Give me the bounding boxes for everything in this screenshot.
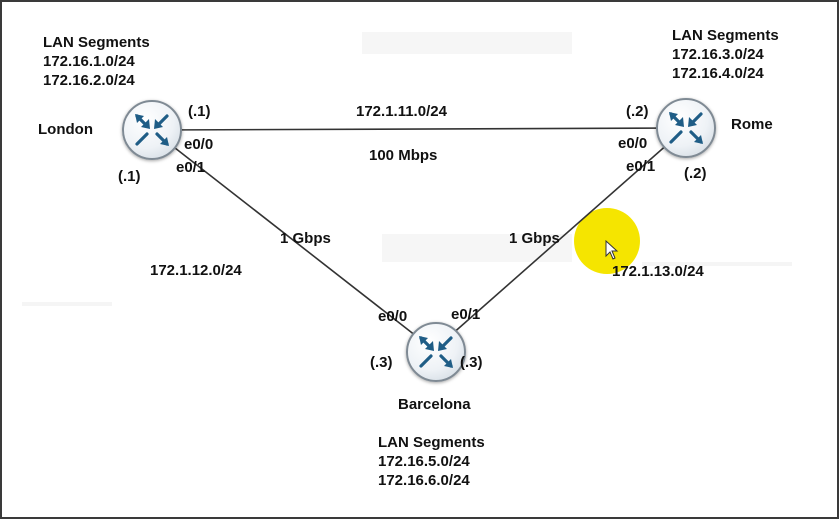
router-barcelona[interactable] bbox=[406, 322, 466, 382]
london-host-bottom: (.1) bbox=[118, 168, 141, 185]
router-rome[interactable] bbox=[656, 98, 716, 158]
london-if-bottom: e0/1 bbox=[176, 159, 206, 176]
barcelona-lan-subnet-1: 172.16.5.0/24 bbox=[378, 453, 470, 470]
link-rome-barcelona-speed: 1 Gbps bbox=[509, 230, 560, 247]
barcelona-if-right: e0/1 bbox=[451, 306, 481, 323]
rome-host-bottom: (.2) bbox=[684, 165, 707, 182]
link-london-rome bbox=[151, 127, 687, 131]
link-london-barcelona-speed: 1 Gbps bbox=[280, 230, 331, 247]
rome-host-top: (.2) bbox=[626, 103, 649, 120]
barcelona-lan-subnet-2: 172.16.6.0/24 bbox=[378, 472, 470, 489]
link-london-barcelona bbox=[151, 129, 435, 351]
rome-name: Rome bbox=[731, 116, 773, 133]
rome-lan-subnet-2: 172.16.4.0/24 bbox=[672, 65, 764, 82]
router-icon bbox=[135, 114, 169, 146]
london-lan-subnet-1: 172.16.1.0/24 bbox=[43, 53, 135, 70]
barcelona-name: Barcelona bbox=[398, 396, 471, 413]
rome-if-top: e0/0 bbox=[618, 135, 648, 152]
barcelona-lan-title: LAN Segments bbox=[378, 434, 485, 451]
london-lan-subnet-2: 172.16.2.0/24 bbox=[43, 72, 135, 89]
rome-lan-title: LAN Segments bbox=[672, 27, 779, 44]
background-artifact bbox=[22, 302, 112, 306]
rome-if-bottom: e0/1 bbox=[626, 158, 656, 175]
barcelona-lan-block: LAN Segments 172.16.5.0/24 172.16.6.0/24 bbox=[378, 433, 485, 490]
link-london-rome-speed: 100 Mbps bbox=[369, 147, 438, 164]
link-london-rome-subnet: 172.1.11.0/24 bbox=[356, 103, 447, 120]
router-icon bbox=[419, 336, 453, 368]
barcelona-if-left: e0/0 bbox=[378, 308, 408, 325]
london-name: London bbox=[38, 121, 93, 138]
link-london-barcelona-subnet: 172.1.12.0/24 bbox=[150, 262, 242, 279]
barcelona-host-left: (.3) bbox=[370, 354, 393, 371]
london-host-top: (.1) bbox=[188, 103, 211, 120]
london-lan-block: LAN Segments 172.16.1.0/24 172.16.2.0/24 bbox=[43, 33, 150, 90]
link-rome-barcelona-subnet: 172.1.13.0/24 bbox=[612, 263, 704, 280]
link-rome-barcelona bbox=[433, 127, 687, 351]
rome-lan-block: LAN Segments 172.16.3.0/24 172.16.4.0/24 bbox=[672, 26, 779, 83]
router-london[interactable] bbox=[122, 100, 182, 160]
london-if-top: e0/0 bbox=[184, 136, 214, 153]
london-lan-title: LAN Segments bbox=[43, 34, 150, 51]
background-artifact bbox=[642, 262, 792, 266]
barcelona-host-right: (.3) bbox=[460, 354, 483, 371]
cursor-highlight bbox=[574, 208, 640, 274]
router-icon bbox=[669, 112, 703, 144]
rome-lan-subnet-1: 172.16.3.0/24 bbox=[672, 46, 764, 63]
mouse-pointer-icon bbox=[605, 240, 619, 260]
